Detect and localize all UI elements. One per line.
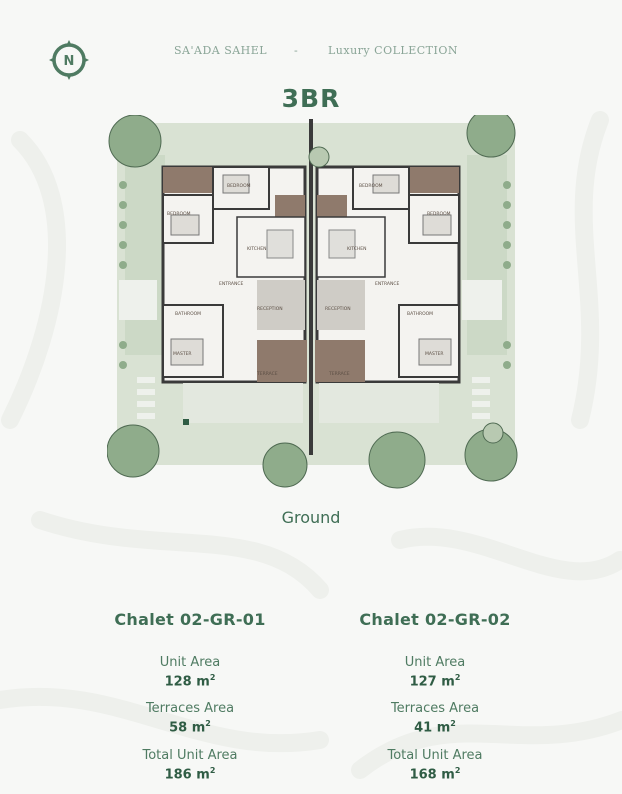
svg-text:ENTRANCE: ENTRANCE: [375, 281, 399, 287]
floor-plan: BEDROOM BEDROOM KITCHEN ENTRANCE BATHROO…: [107, 115, 518, 489]
terraces-area-stat: Terraces Area 58 m2: [80, 701, 300, 735]
stat-value: 58 m2: [169, 719, 211, 736]
stat-label: Unit Area: [159, 655, 221, 670]
svg-text:TERRACE: TERRACE: [256, 371, 278, 377]
unit-summary-right: Chalet 02-GR-02 Unit Area 127 m2 Terrace…: [325, 610, 545, 794]
terraces-area-stat: Terraces Area 41 m2: [325, 701, 545, 735]
stat-value: 41 m2: [414, 719, 456, 736]
stat-value: 128 m2: [164, 673, 216, 690]
stat-value: 168 m2: [409, 765, 461, 782]
stat-label: Terraces Area: [145, 701, 235, 717]
svg-text:BEDROOM: BEDROOM: [167, 211, 191, 217]
trees: [107, 115, 518, 489]
unit-summary-left: Chalet 02-GR-01 Unit Area 128 m2 Terrace…: [80, 610, 300, 794]
svg-text:BEDROOM: BEDROOM: [359, 183, 383, 189]
svg-text:KITCHEN: KITCHEN: [247, 246, 267, 252]
svg-text:BEDROOM: BEDROOM: [227, 183, 251, 189]
brand-name: SA'ADA SAHEL: [174, 44, 268, 57]
unit-name: Chalet 02-GR-02: [359, 610, 511, 629]
collection-name: Luxury COLLECTION: [328, 44, 458, 57]
compass-letter: N: [64, 54, 75, 69]
stat-value: 186 m2: [164, 765, 216, 782]
stat-label: Total Unit Area: [142, 747, 238, 763]
svg-text:TERRACE: TERRACE: [328, 371, 350, 377]
stat-label: Terraces Area: [390, 701, 480, 717]
svg-text:KITCHEN: KITCHEN: [347, 246, 367, 252]
unit-name: Chalet 02-GR-01: [114, 610, 266, 629]
right-unit-plan: BEDROOM BEDROOM KITCHEN ENTRANCE BATHROO…: [315, 165, 461, 384]
svg-text:BATHROOM: BATHROOM: [407, 311, 433, 317]
stat-value: 127 m2: [409, 673, 461, 690]
total-area-stat: Total Unit Area 186 m2: [80, 748, 300, 782]
svg-text:BEDROOM: BEDROOM: [427, 211, 451, 217]
total-area-stat: Total Unit Area 168 m2: [325, 748, 545, 782]
floor-label: Ground: [281, 508, 341, 527]
stat-label: Total Unit Area: [387, 747, 483, 763]
svg-text:RECEPTION: RECEPTION: [325, 306, 351, 312]
svg-text:RECEPTION: RECEPTION: [257, 306, 283, 312]
svg-text:BATHROOM: BATHROOM: [175, 311, 201, 317]
svg-text:MASTER: MASTER: [425, 351, 444, 357]
unit-type-title: 3BR: [281, 84, 341, 113]
header: N SA'ADA SAHEL - Luxury COLLECTION: [0, 36, 622, 86]
unit-area-stat: Unit Area 128 m2: [80, 655, 300, 689]
svg-text:ENTRANCE: ENTRANCE: [219, 281, 243, 287]
unit-area-stat: Unit Area 127 m2: [325, 655, 545, 689]
brand-separator: -: [294, 44, 298, 57]
compass-north-icon: N: [49, 40, 89, 80]
svg-text:MASTER: MASTER: [173, 351, 192, 357]
left-unit-plan: BEDROOM BEDROOM KITCHEN ENTRANCE BATHROO…: [161, 165, 307, 384]
stat-label: Unit Area: [404, 655, 466, 670]
